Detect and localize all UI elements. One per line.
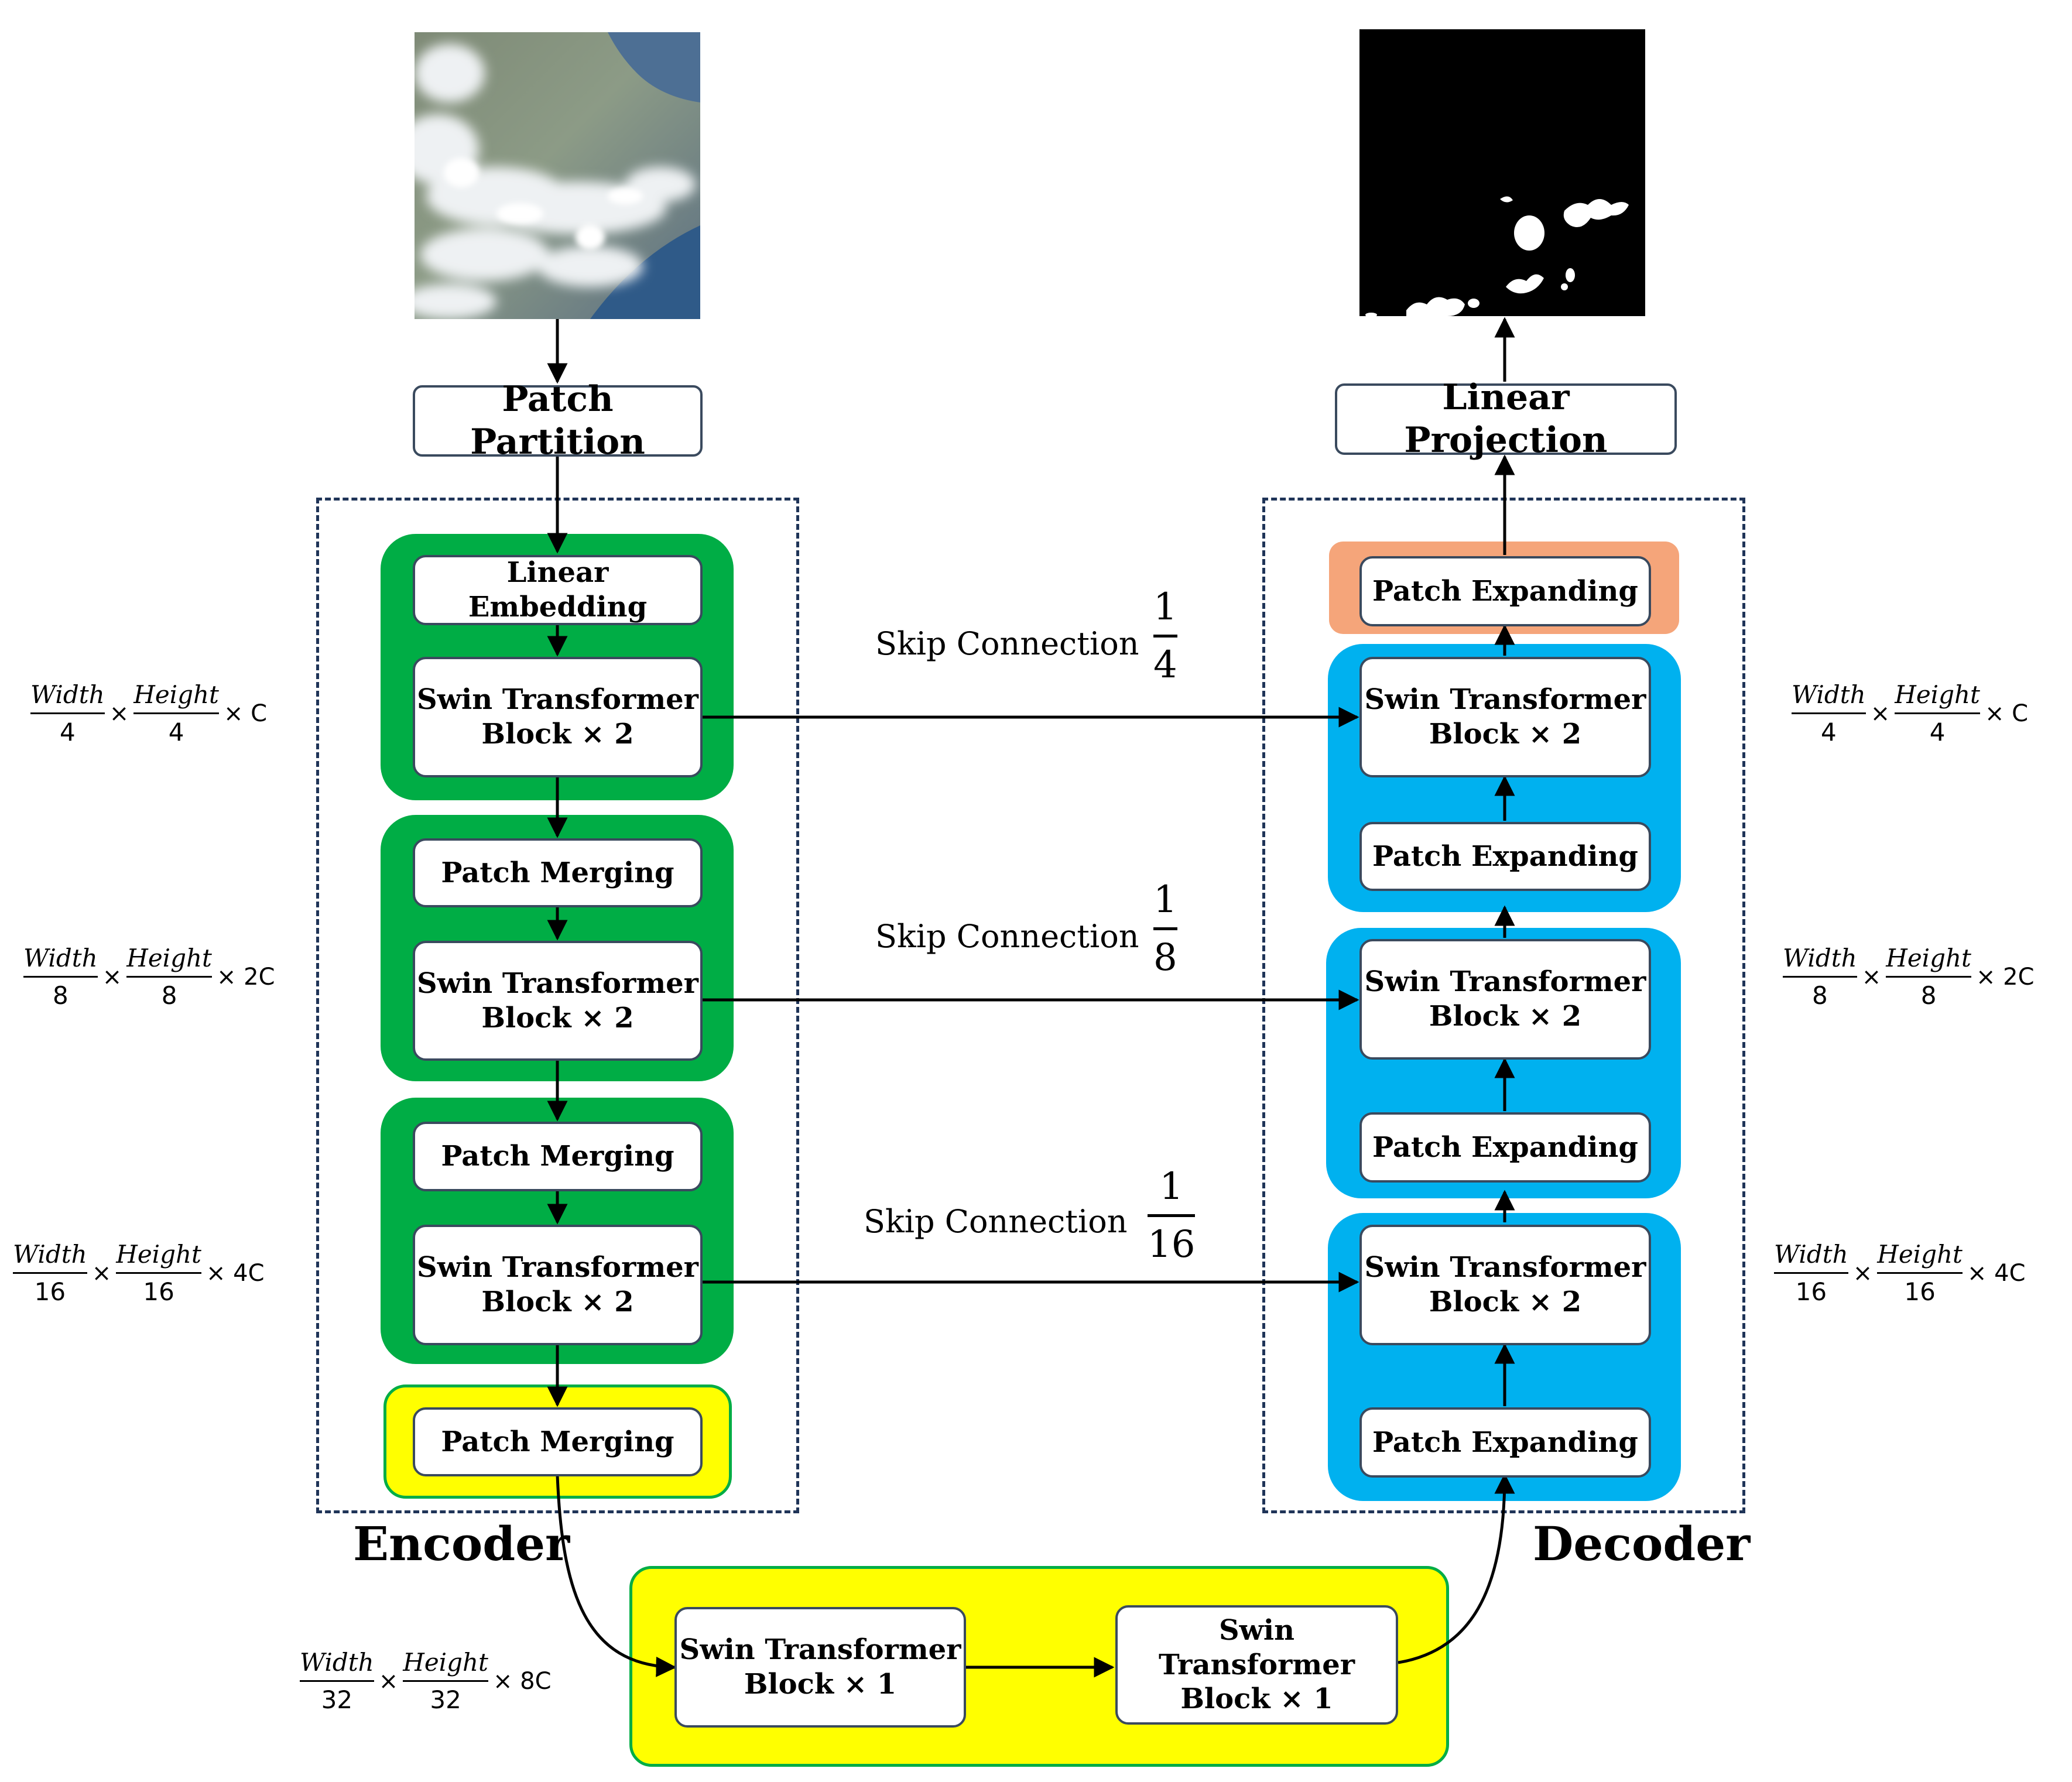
dim-bottleneck: Width 32 × Height 32 × 8C: [300, 1648, 556, 1714]
skip-fraction-2-num: 1: [1153, 878, 1177, 921]
times-sign: ×: [109, 700, 129, 727]
decoder-patch-expanding-final: Patch Expanding: [1359, 556, 1651, 626]
skip-connection-label-3: Skip Connection: [864, 1203, 1128, 1240]
dim-channels: × 2C: [1975, 963, 2035, 991]
times-sign: ×: [102, 963, 122, 991]
dim-height-denom: 8: [161, 981, 177, 1010]
dim-right-3: Width 16 × Height 16 × 4C: [1774, 1240, 2030, 1306]
dim-height: Height: [403, 1648, 488, 1677]
dim-width-denom: 4: [59, 718, 76, 746]
encoder-swin-block-2: Swin Transformer Block × 2: [413, 941, 703, 1061]
dim-left-3: Width 16 × Height 16 × 4C: [13, 1240, 269, 1306]
dim-height-denom: 4: [1929, 718, 1946, 746]
dim-width-denom: 32: [321, 1685, 353, 1714]
decoder-swin-block-3: Swin Transformer Block × 2: [1359, 1225, 1651, 1345]
skip-connection-label-1: Skip Connection: [875, 625, 1139, 662]
dim-height: Height: [126, 944, 212, 972]
skip-fraction-3-num: 1: [1159, 1165, 1184, 1208]
dim-width: Width: [30, 680, 105, 709]
encoder-title: Encoder: [353, 1516, 570, 1571]
dim-right-2: Width 8 × Height 8 × 2C: [1783, 944, 2039, 1010]
dim-right-1: Width 4 × Height 4 × C: [1792, 680, 2033, 746]
decoder-title: Decoder: [1533, 1516, 1751, 1571]
linear-embedding-box: Linear Embedding: [413, 555, 703, 625]
decoder-swin-block-1: Swin Transformer Block × 2: [1359, 657, 1651, 777]
skip-fraction-2-den: 8: [1153, 936, 1177, 979]
dim-channels: × 2C: [216, 963, 275, 991]
skip-fraction-1-den: 4: [1153, 643, 1177, 687]
decoder-patch-expanding-1: Patch Expanding: [1359, 822, 1651, 891]
dim-width: Width: [13, 1240, 87, 1269]
encoder-swin-block-3: Swin Transformer Block × 2: [413, 1225, 703, 1345]
dim-height-denom: 16: [1904, 1277, 1936, 1306]
dim-height-denom: 32: [430, 1685, 461, 1714]
times-sign: ×: [1861, 963, 1882, 991]
dim-width-denom: 8: [52, 981, 69, 1010]
dim-height-denom: 8: [1920, 981, 1937, 1010]
fraction-bar: [1153, 635, 1177, 638]
linear-projection-box: Linear Projection: [1335, 377, 1677, 461]
dim-channels: × C: [1984, 700, 2029, 727]
dim-width: Width: [1774, 1240, 1848, 1269]
dim-width: Width: [1783, 944, 1857, 972]
output-segmentation-mask: [1359, 29, 1645, 316]
dim-channels: × 4C: [1967, 1259, 2026, 1287]
dim-height: Height: [133, 680, 219, 709]
dim-left-1: Width 4 × Height 4 × C: [30, 680, 272, 746]
encoder-patch-merging-1: Patch Merging: [413, 838, 703, 907]
encoder-patch-merging-3: Patch Merging: [413, 1407, 703, 1476]
skip-fraction-3-den: 16: [1148, 1223, 1196, 1266]
times-sign: ×: [1852, 1259, 1873, 1287]
patch-partition-box: Patch Partition: [413, 379, 703, 462]
input-satellite-image: [415, 32, 700, 319]
skip-fraction-1: 1 4: [1153, 585, 1177, 687]
dim-width: Width: [1792, 680, 1866, 709]
dim-height: Height: [116, 1240, 201, 1269]
dim-left-2: Width 8 × Height 8 × 2C: [23, 944, 280, 1010]
dim-channels: × 4C: [206, 1259, 265, 1287]
decoder-patch-expanding-2: Patch Expanding: [1359, 1112, 1651, 1183]
decoder-patch-expanding-3: Patch Expanding: [1359, 1407, 1651, 1478]
skip-fraction-2: 1 8: [1153, 878, 1177, 979]
encoder-patch-merging-2: Patch Merging: [413, 1122, 703, 1191]
times-sign: ×: [378, 1667, 399, 1695]
dim-height-denom: 4: [168, 718, 184, 746]
bottleneck-swin-block-1: Swin Transformer Block × 1: [674, 1607, 966, 1728]
dim-height: Height: [1877, 1240, 1963, 1269]
fraction-bar: [1153, 927, 1177, 930]
dim-height: Height: [1895, 680, 1980, 709]
fraction-bar: [1148, 1214, 1196, 1217]
dim-width-denom: 4: [1820, 718, 1837, 746]
dim-width-denom: 16: [1795, 1277, 1827, 1306]
encoder-swin-block-1: Swin Transformer Block × 2: [413, 657, 703, 777]
times-sign: ×: [1870, 700, 1891, 727]
skip-connection-label-2: Skip Connection: [875, 918, 1139, 955]
dim-height-denom: 16: [143, 1277, 174, 1306]
skip-fraction-1-num: 1: [1153, 585, 1177, 629]
dim-width-denom: 16: [34, 1277, 66, 1306]
skip-fraction-3: 1 16: [1148, 1165, 1196, 1266]
dim-height: Height: [1886, 944, 1971, 972]
dim-width-denom: 8: [1811, 981, 1828, 1010]
dim-width: Width: [23, 944, 98, 972]
bottleneck-swin-block-2: Swin Transformer Block × 1: [1115, 1605, 1398, 1725]
dim-channels: × 8C: [492, 1667, 552, 1695]
dim-channels: × C: [223, 700, 268, 727]
decoder-swin-block-2: Swin Transformer Block × 2: [1359, 939, 1651, 1060]
dim-width: Width: [300, 1648, 374, 1677]
times-sign: ×: [91, 1259, 112, 1287]
